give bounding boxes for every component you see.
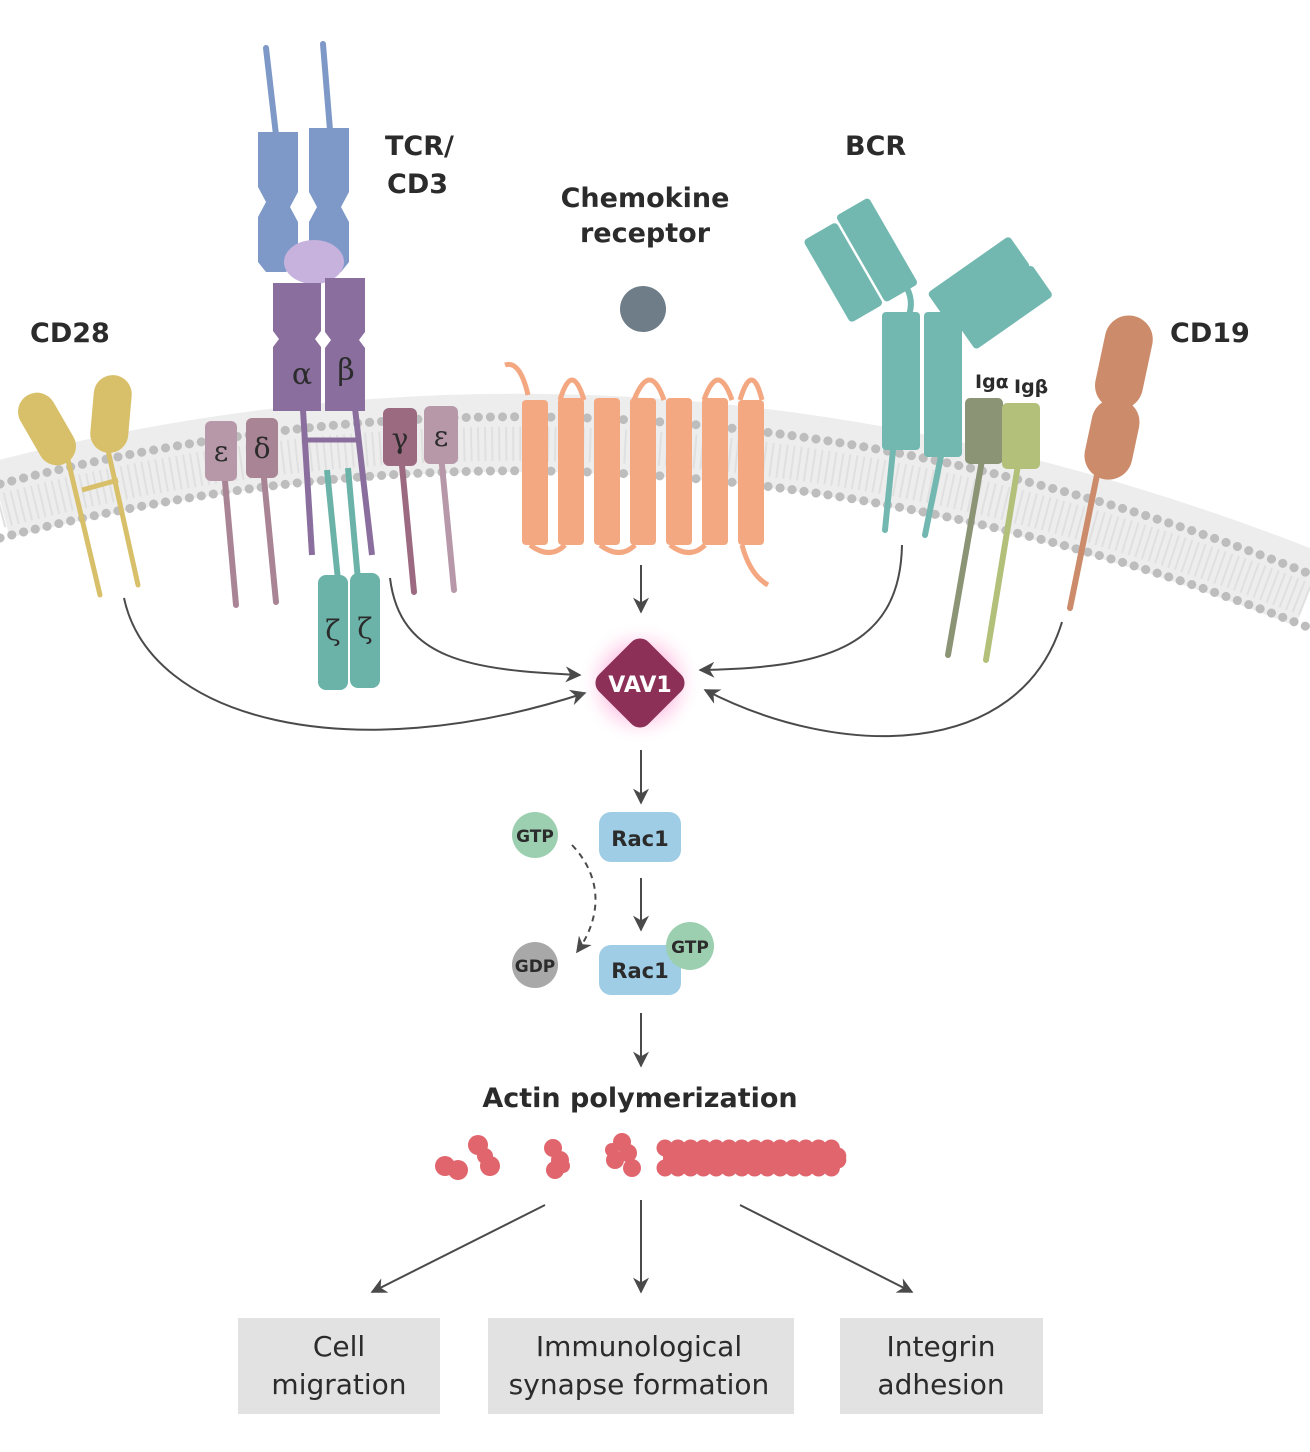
zeta-right-label: ζ [357, 612, 372, 645]
epsilon-left-label: ε [214, 435, 229, 468]
epsilon-right-label: ε [434, 420, 449, 453]
rac1-cycle [512, 750, 714, 1068]
gtp-free [512, 812, 558, 858]
delta-label: δ [254, 432, 271, 465]
outcome-box-integrin-adhesion [840, 1318, 1043, 1414]
gdp [512, 942, 558, 988]
tcr-label-line2: CD3 [387, 169, 448, 200]
outcome-arrows [370, 1200, 914, 1294]
cd28-receptor [18, 375, 141, 598]
outcome-box-immunological-synapse [488, 1318, 794, 1414]
gamma-label: γ [392, 422, 409, 455]
bcr-label: BCR [845, 131, 906, 162]
chemokine-receptor [504, 286, 770, 588]
integrin-adhesion-line2: adhesion [877, 1368, 1004, 1401]
cd19-receptor [1067, 315, 1153, 611]
bcr-receptor [804, 198, 1052, 663]
zeta-left-label: ζ [325, 614, 340, 647]
ig-beta-label: Igβ [1014, 376, 1048, 398]
rac1-top-label: Rac1 [611, 827, 668, 851]
cell-migration-line1: Cell [313, 1330, 365, 1363]
rac1-inactive [599, 812, 681, 862]
vav1-label: VAV1 [608, 673, 671, 698]
gtp-free-label: GTP [516, 827, 554, 847]
rac1-bottom-label: Rac1 [611, 959, 668, 983]
cd19-label: CD19 [1170, 318, 1250, 349]
actin-polymerization-label: Actin polymerization [482, 1083, 797, 1114]
vav1-node [578, 621, 702, 745]
integrin-adhesion-line1: Integrin [886, 1330, 995, 1363]
chemokine-label-line1: Chemokine [561, 183, 730, 214]
ig-alpha-label: Igα [975, 371, 1009, 393]
chemokine-label-line2: receptor [580, 218, 711, 249]
actin-filaments [435, 1133, 847, 1180]
chemokine-ligand [620, 286, 666, 332]
gtp-bound [666, 922, 714, 970]
immunological-synapse-line1: Immunological [536, 1330, 742, 1363]
gdp-label: GDP [515, 957, 556, 977]
input-arrows [123, 544, 1063, 738]
tcr-label-line1: TCR/ [385, 131, 454, 162]
beta-chain-label: β [337, 353, 354, 388]
outcome-box-cell-migration [238, 1318, 440, 1414]
gtp-bound-label: GTP [671, 938, 709, 958]
tcr-cd3-complex [205, 41, 458, 690]
cell-migration-line2: migration [271, 1368, 406, 1401]
cd28-label: CD28 [30, 318, 110, 349]
immunological-synapse-line2: synapse formation [509, 1368, 770, 1401]
alpha-chain-label: α [292, 357, 312, 392]
rac1-active [599, 945, 681, 995]
